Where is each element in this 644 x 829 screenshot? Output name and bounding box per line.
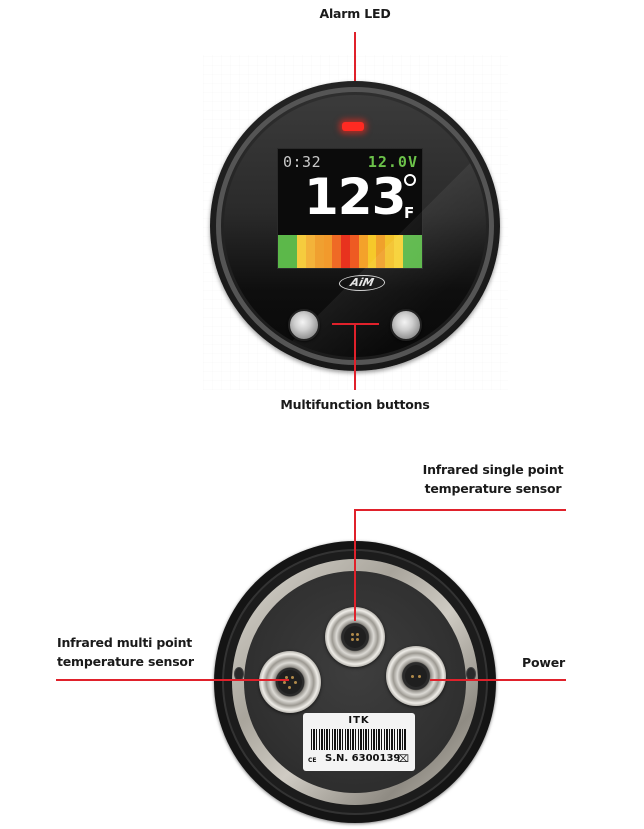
bargraph-segment	[278, 235, 298, 268]
degree-icon	[404, 174, 416, 186]
bargraph-segment	[385, 235, 394, 268]
ir-multi-point-connector[interactable]	[259, 651, 321, 713]
ir-single-point-connector[interactable]	[325, 607, 385, 667]
temperature-unit: F	[404, 204, 415, 222]
ir-multi-point-label-line1: Infrared multi point	[57, 635, 193, 650]
ir-multi-point-callout-line	[56, 679, 289, 681]
connector-socket	[405, 665, 427, 687]
bargraph-segment	[350, 235, 359, 268]
bargraph-segment	[341, 235, 350, 268]
ir-single-point-label-line2: temperature sensor	[424, 481, 562, 496]
temperature-readout: 123	[304, 168, 406, 226]
bargraph-segment	[323, 235, 333, 268]
ce-mark-icon: CE	[308, 757, 317, 764]
front-face: 0:32 12.0V 123 F AiM	[224, 95, 486, 357]
bargraph-segment	[367, 235, 377, 268]
buttons-callout-line	[354, 323, 356, 390]
model-name: ITK	[348, 715, 370, 726]
power-callout-line	[430, 679, 566, 681]
power-connector[interactable]	[386, 646, 446, 706]
ir-single-point-label-line1: Infrared single point	[422, 462, 564, 477]
bargraph-segment	[393, 235, 403, 268]
display-screen: 0:32 12.0V 123 F	[277, 148, 423, 269]
bargraph-segment	[332, 235, 342, 268]
multifunction-button-left[interactable]	[288, 309, 320, 341]
bargraph-segment	[402, 235, 422, 268]
alarm-led-callout-line	[354, 32, 356, 127]
voltage-readout: 12.0V	[367, 153, 418, 171]
serial-label-sticker: ITK CE S.N. 6300139 ⌧	[303, 713, 415, 771]
temperature-bargraph	[278, 235, 422, 268]
connector-socket	[344, 626, 366, 648]
timer-readout: 0:32	[283, 153, 322, 171]
bargraph-segment	[306, 235, 315, 268]
front-device: 0:32 12.0V 123 F AiM	[210, 81, 500, 371]
ir-single-point-callout-line-h	[354, 509, 566, 511]
ir-single-point-callout-line-v	[354, 509, 356, 621]
bargraph-segment	[297, 235, 307, 268]
weee-bin-icon: ⌧	[397, 754, 409, 765]
power-callout-label: Power	[522, 655, 565, 670]
aim-logo: AiM	[337, 275, 387, 291]
bargraph-segment	[376, 235, 386, 268]
multifunction-buttons-callout-label: Multifunction buttons	[280, 397, 430, 412]
serial-number: S.N. 6300139	[325, 753, 401, 764]
multifunction-button-right[interactable]	[390, 309, 422, 341]
alarm-led	[342, 122, 364, 131]
bargraph-segment	[358, 235, 368, 268]
alarm-led-callout-label: Alarm LED	[319, 6, 391, 21]
bargraph-segment	[314, 235, 324, 268]
barcode	[311, 729, 407, 750]
rear-device	[214, 541, 496, 823]
connector-socket	[278, 670, 302, 694]
ir-multi-point-label-line2: temperature sensor	[57, 654, 194, 669]
